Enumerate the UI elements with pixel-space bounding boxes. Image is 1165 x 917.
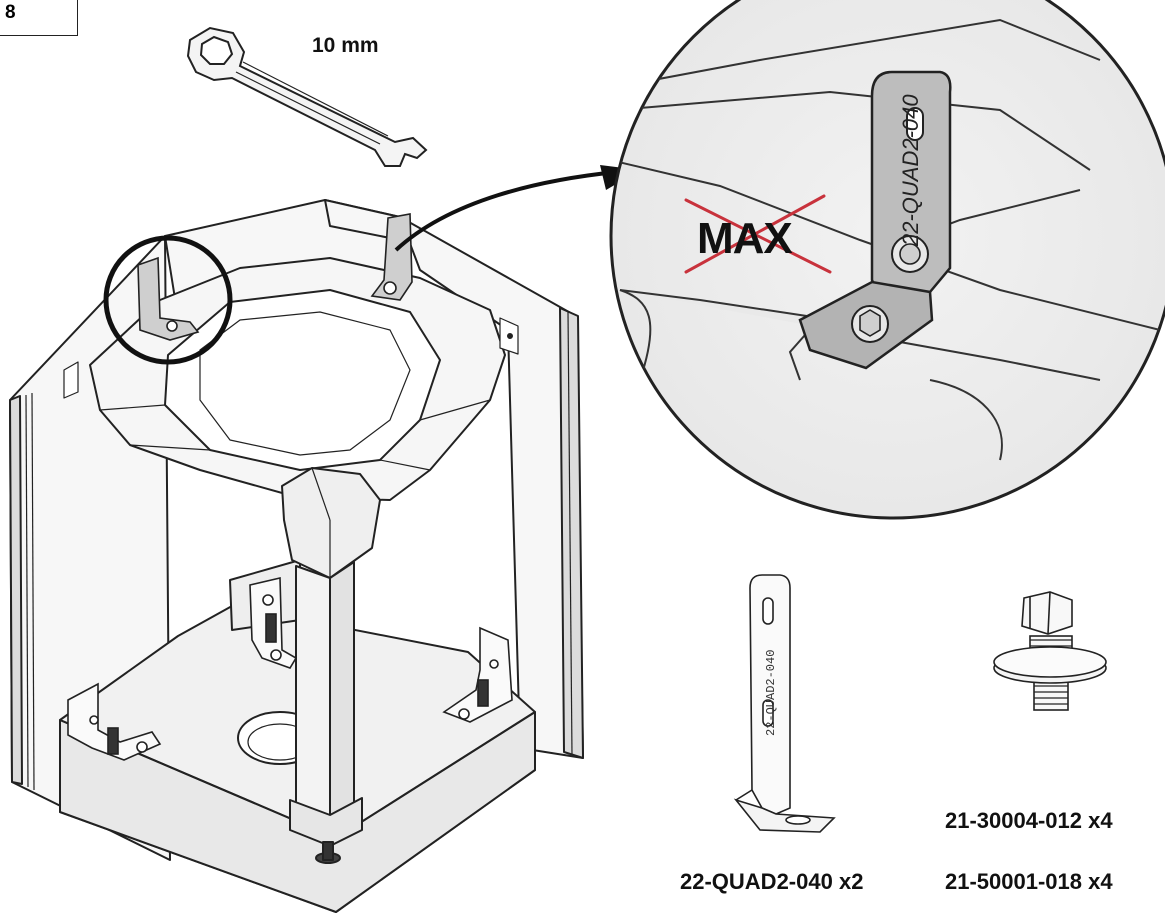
bracket-detail: 22-QUAD2-040 [798,70,952,370]
prohibited-cross-icon [684,194,832,274]
bracket-engraving: 22-QUAD2-040 [764,650,778,736]
wrench-size-label: 10 mm [312,34,379,57]
floor-brackets [67,576,513,761]
step-label: S 8 [0,2,16,23]
washer-part-code: 21-50001-018 x4 [945,869,1113,894]
angle-bracket-icon: 22-QUAD2-040 [733,574,836,833]
max-warning-text: MAX [697,214,793,263]
bracket-part-code: 22-QUAD2-040 x2 [680,869,864,894]
step-number-box: S 8 [0,0,78,36]
bracket-detail-engraving: 22-QUAD2-040 [898,94,923,247]
top-brackets [137,213,413,341]
washer-icon [993,646,1107,684]
detail-leader-line [394,170,617,252]
cabinet-assembly [9,199,584,913]
bolt-part-code: 21-30004-012 x4 [945,808,1113,833]
detail-callout-circle [103,235,233,365]
wrench-icon [186,26,428,167]
zoom-detail: 22-QUAD2-040 [609,0,1165,520]
